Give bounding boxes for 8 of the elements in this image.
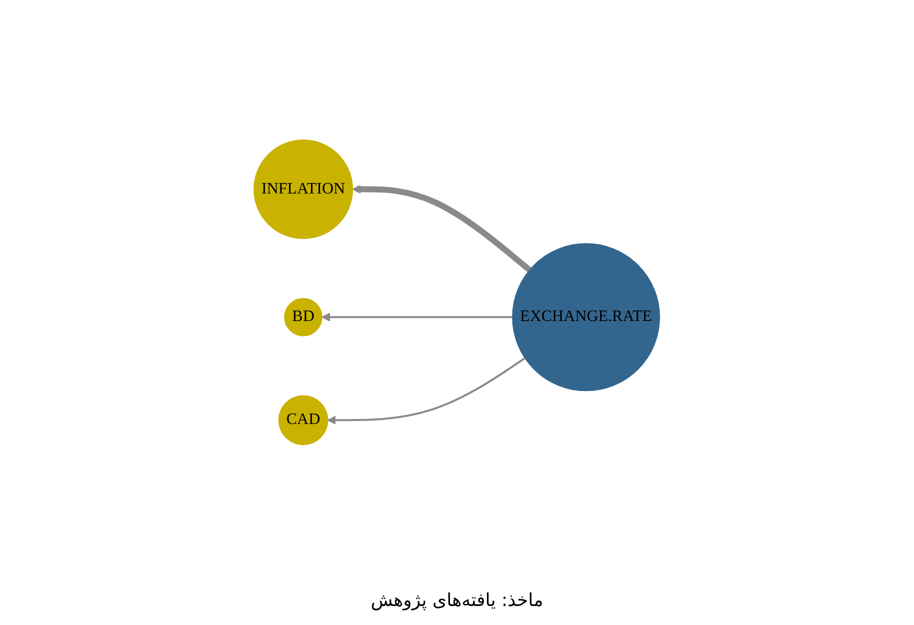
node-circle: INFLATION: [254, 139, 354, 239]
arrow: [322, 312, 513, 322]
arrow: [352, 184, 532, 272]
node-circle: CAD: [278, 395, 328, 445]
node-circle: BD: [284, 298, 323, 336]
node-circle: EXCHANGE.RATE: [512, 242, 660, 391]
arrow: [327, 357, 526, 424]
caption: ماخذ: یافته‌های پژوهش: [370, 590, 544, 611]
